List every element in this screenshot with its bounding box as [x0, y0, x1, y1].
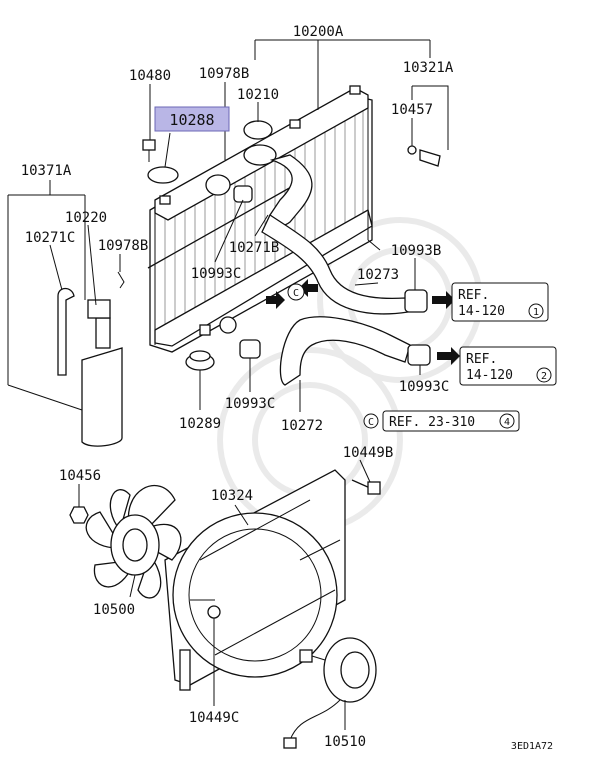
ref-3-text: REF. 23-310 — [389, 415, 475, 430]
hose-clamp-10993B — [404, 289, 428, 313]
ref-box-2[interactable]: REF. 14-120 2 — [459, 346, 557, 386]
label-10993C-c: 10993C — [399, 379, 450, 395]
bolt-10449C — [207, 605, 221, 632]
svg-text:C: C — [293, 288, 299, 299]
clip-10457 — [407, 145, 441, 167]
label-10220: 10220 — [65, 210, 107, 226]
highlight-10288 — [154, 106, 230, 132]
label-10993C-a: 10993C — [191, 266, 242, 282]
label-10289: 10289 — [179, 416, 221, 432]
label-10210: 10210 — [237, 87, 279, 103]
label-10456: 10456 — [59, 468, 101, 484]
hose-clamp-10993C-upper — [233, 185, 253, 203]
arrow-right-icon — [437, 347, 460, 365]
reserve-tank — [57, 271, 125, 447]
ref-box-3[interactable]: C REF. 23-310 4 — [363, 410, 520, 432]
ref-2-num: 2 — [541, 371, 547, 382]
label-10449B: 10449B — [343, 445, 394, 461]
label-10993B: 10993B — [391, 243, 442, 259]
label-10271B: 10271B — [229, 240, 280, 256]
label-10457: 10457 — [391, 102, 433, 118]
label-10480: 10480 — [129, 68, 171, 84]
radiator — [147, 85, 373, 353]
upper-hose — [261, 154, 428, 315]
label-10324: 10324 — [211, 488, 253, 504]
arrow-right-icon — [432, 291, 455, 309]
ref-1-line2: 14-120 — [458, 304, 505, 319]
ref-box-1[interactable]: REF. 14-120 1 — [451, 282, 549, 322]
fan-shroud — [164, 469, 346, 691]
ref-3-num: 4 — [504, 417, 510, 428]
ref-2-line1: REF. — [466, 352, 497, 367]
fan-motor — [283, 637, 377, 749]
drain-plug — [185, 350, 215, 371]
ref-1-num: 1 — [533, 307, 539, 318]
ref-1-line1: REF. — [458, 288, 489, 303]
label-10510: 10510 — [324, 734, 366, 750]
bolt-10480 — [142, 139, 156, 162]
label-10273: 10273 — [357, 267, 399, 283]
label-10449C: 10449C — [189, 710, 240, 726]
hose-clamp-10993C-right — [407, 344, 431, 366]
hose-clamp-10993C-lower — [239, 339, 261, 359]
label-10321A: 10321A — [403, 60, 454, 76]
ref-2-line2: 14-120 — [466, 368, 513, 383]
label-10200A: 10200A — [293, 24, 344, 40]
label-10371A: 10371A — [21, 163, 72, 179]
diagram-code: 3ED1A72 — [511, 741, 553, 752]
fan-nut — [69, 506, 89, 524]
bracket-10288 — [147, 166, 179, 184]
label-10500: 10500 — [93, 602, 135, 618]
ref-3-marker: C — [368, 417, 374, 428]
label-10271C: 10271C — [25, 230, 76, 246]
cooling-fan — [69, 485, 182, 599]
marker-c: C — [287, 283, 305, 301]
part-labels: 10200A 10480 10978B 10210 10321A 10457 1… — [21, 24, 454, 750]
label-10993C-b: 10993C — [225, 396, 276, 412]
label-10288: 10288 — [169, 111, 214, 129]
arrow-right-icon — [266, 291, 285, 309]
label-10978B-top: 10978B — [199, 66, 250, 82]
bolt-10449B — [351, 479, 381, 495]
leader-lines — [7, 39, 449, 730]
label-10272: 10272 — [281, 418, 323, 434]
label-10978B-left: 10978B — [98, 238, 149, 254]
radiator-cap — [243, 120, 273, 140]
